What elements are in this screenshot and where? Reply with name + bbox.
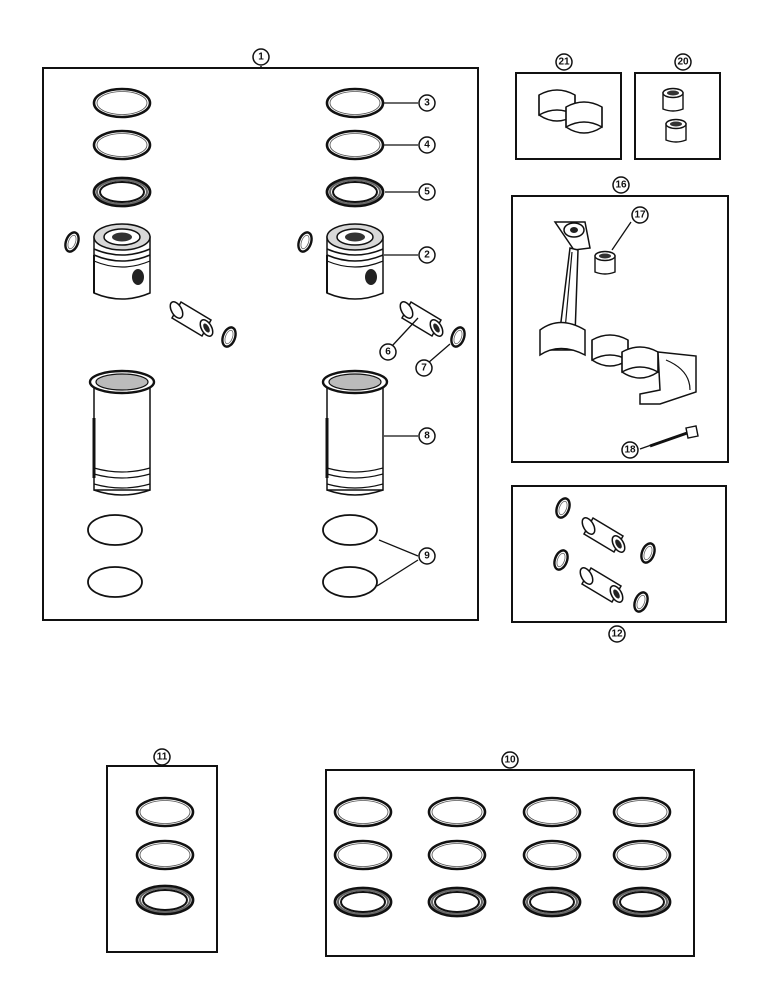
callout-7: 7 (415, 359, 433, 377)
compression-ring-second-right (325, 129, 385, 161)
snap-ring-right-upper (294, 229, 316, 255)
callout-10: 10 (501, 751, 519, 769)
compression-ring-top-left (92, 87, 152, 119)
svg-text:20: 20 (677, 57, 689, 68)
svg-text:17: 17 (634, 210, 646, 221)
panel-10-ring-set-engine: 10 (325, 751, 695, 957)
svg-text:1: 1 (258, 52, 264, 63)
callout-8: 8 (418, 427, 436, 445)
snap-ring-left-upper (61, 229, 83, 255)
oil-ring-left (92, 176, 152, 208)
ring-11-top (135, 796, 195, 828)
sleeve-seal-left-lower (87, 566, 143, 598)
svg-text:10: 10 (504, 755, 516, 766)
svg-text:6: 6 (385, 347, 391, 358)
panel-20-bushing-kit: 20 (634, 53, 721, 160)
ring-11-middle (135, 839, 195, 871)
callout-11: 11 (153, 748, 171, 766)
sleeve-seal-left-upper (87, 514, 143, 546)
rod-bearing-lower (621, 346, 659, 379)
piston-pin-lower (576, 564, 627, 606)
pin-snap-ring-2 (637, 540, 659, 566)
sleeve-seal-right-lower (322, 566, 378, 598)
rod-cap (639, 351, 697, 405)
svg-text:2: 2 (424, 250, 430, 261)
piston-pin-left (166, 298, 217, 340)
oil-ring-right (325, 176, 385, 208)
pin-snap-ring-1 (552, 495, 574, 521)
ring-10-c-middle (522, 839, 582, 871)
pin-snap-ring-4 (630, 589, 652, 615)
callout-16: 16 (612, 176, 630, 194)
svg-text:9: 9 (424, 551, 430, 562)
leader-lines-16 (611, 221, 675, 450)
bushing-lower (665, 118, 687, 143)
small-end-bushing (594, 250, 616, 275)
panel-1-piston-liner-kit: 1 (42, 48, 479, 621)
snap-ring-left-lower (218, 324, 240, 350)
bushing-upper (662, 87, 684, 112)
compression-ring-second-left (92, 129, 152, 161)
compression-ring-top-right (325, 87, 385, 119)
svg-text:18: 18 (624, 445, 636, 456)
ring-10-d-middle (612, 839, 672, 871)
svg-text:5: 5 (424, 187, 430, 198)
svg-text:21: 21 (558, 57, 570, 68)
callout-12: 12 (608, 625, 626, 643)
callout-17: 17 (631, 206, 649, 224)
callout-6: 6 (379, 343, 397, 361)
pin-snap-ring-3 (550, 547, 572, 573)
callout-9: 9 (418, 547, 436, 565)
ring-10-b-top (427, 796, 487, 828)
piston-pin-upper (578, 514, 629, 556)
ring-10-a-top (333, 796, 393, 828)
callout-5: 5 (418, 183, 436, 201)
snap-ring-right-lower (447, 324, 469, 350)
ring-10-c-top (522, 796, 582, 828)
ring-10-d-oil (612, 886, 672, 918)
callout-2: 2 (418, 246, 436, 264)
svg-text:16: 16 (615, 180, 627, 191)
sleeve-seal-right-upper (322, 514, 378, 546)
svg-text:8: 8 (424, 431, 430, 442)
callout-3: 3 (418, 94, 436, 112)
callout-21: 21 (555, 53, 573, 71)
svg-text:7: 7 (421, 363, 427, 374)
piston-left (93, 223, 151, 300)
panel-12-piston-pin-kit: 12 (511, 485, 727, 643)
callout-18: 18 (621, 441, 639, 459)
panel-21-main-bearing-kit: 21 (515, 53, 622, 160)
ring-10-b-oil (427, 886, 487, 918)
ring-10-a-middle (333, 839, 393, 871)
panel-11-ring-set-single: 11 (106, 748, 218, 953)
connecting-rod (539, 221, 591, 357)
cylinder-sleeve-right (321, 369, 389, 497)
panel-16-connecting-rod-kit: 16 17 18 (511, 176, 729, 463)
cylinder-sleeve-left (88, 369, 156, 497)
ring-10-b-middle (427, 839, 487, 871)
svg-text:12: 12 (611, 629, 623, 640)
callout-1: 1 (252, 48, 270, 66)
piston-right (326, 223, 384, 300)
ring-10-c-oil (522, 886, 582, 918)
ring-10-d-top (612, 796, 672, 828)
ring-11-oil (135, 884, 195, 916)
svg-text:11: 11 (157, 752, 168, 763)
leader-lines (376, 102, 451, 587)
svg-text:3: 3 (424, 98, 430, 109)
svg-text:4: 4 (424, 140, 430, 151)
callout-4: 4 (418, 136, 436, 154)
ring-10-a-oil (333, 886, 393, 918)
main-bearing-lower (565, 101, 603, 134)
callout-20: 20 (674, 53, 692, 71)
